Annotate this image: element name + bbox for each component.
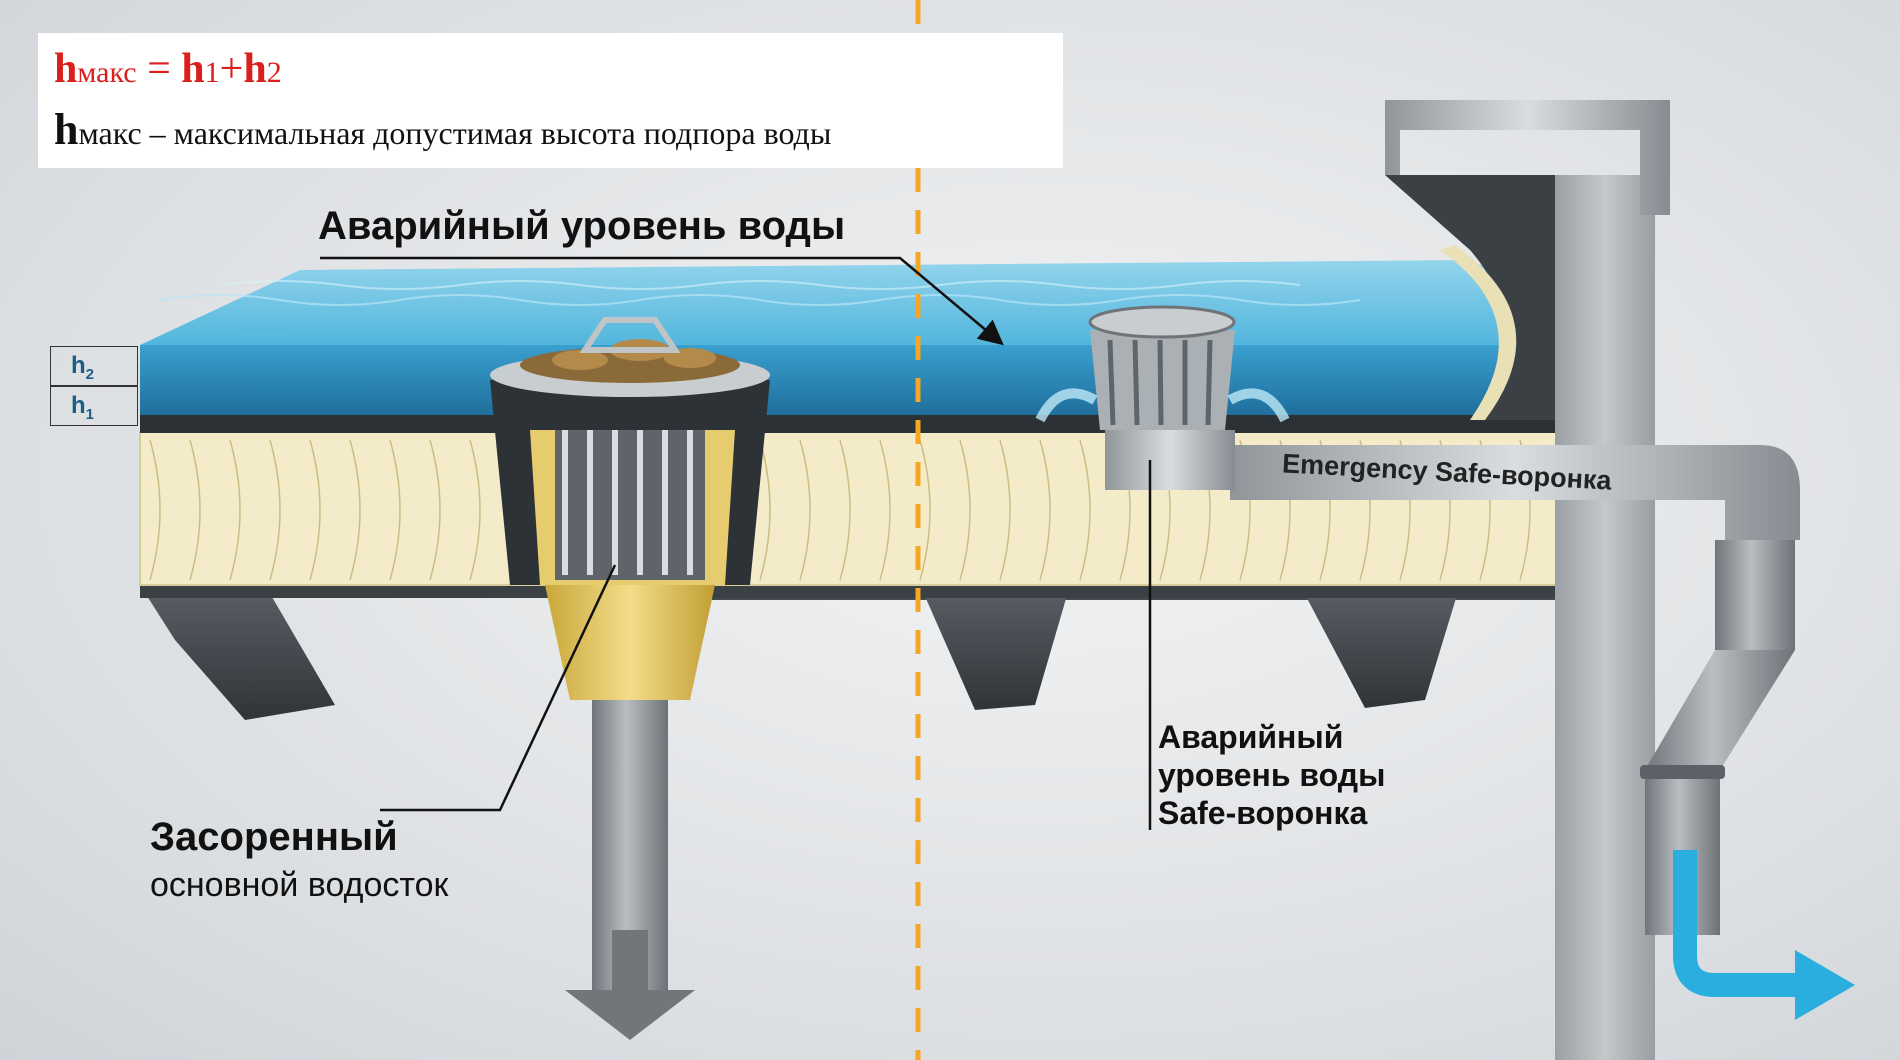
formula-plus: + bbox=[219, 46, 244, 92]
desc-sub: макс bbox=[78, 115, 142, 151]
roof-membrane bbox=[140, 415, 1560, 433]
outflow-arrowhead bbox=[1795, 950, 1855, 1020]
formula-equals: = bbox=[136, 46, 182, 92]
safe-label-line2: уровень воды bbox=[1158, 757, 1386, 793]
outflow-arrow bbox=[1673, 850, 1800, 997]
level-h1-marker: h1 bbox=[50, 386, 138, 426]
safe-label-line3: Safe-воронка bbox=[1158, 795, 1368, 831]
emergency-safe-drain bbox=[1035, 305, 1290, 490]
emergency-water-level-label: Аварийный уровень воды bbox=[318, 204, 846, 248]
formula-box: hмакс = h1+h2 hмакс – максимальная допус… bbox=[38, 33, 1063, 168]
downpipe bbox=[1230, 445, 1800, 935]
clogged-title-label: Засоренный bbox=[150, 815, 398, 859]
clogged-subtitle-label: основной водосток bbox=[150, 866, 449, 904]
formula-description: hмакс – максимальная допустимая высота п… bbox=[54, 101, 1047, 162]
formula-h2-base: h bbox=[243, 46, 267, 92]
desc-text: – максимальная допустимая высота подпора… bbox=[141, 115, 832, 151]
desc-h: h bbox=[54, 105, 79, 154]
steel-deck bbox=[140, 585, 1560, 720]
formula-h2-sub: 2 bbox=[266, 56, 282, 89]
safe-drain-label: Аварийный уровень воды Safe-воронка bbox=[1158, 718, 1385, 832]
parapet-wall bbox=[1385, 100, 1670, 1060]
safe-label-line1: Аварийный bbox=[1158, 719, 1344, 755]
leader-lines bbox=[320, 256, 1152, 830]
clogged-main-drain bbox=[490, 317, 770, 1000]
drain-down-arrow-shaft bbox=[612, 930, 648, 995]
drain-down-arrow bbox=[565, 990, 695, 1040]
level-h1-sub: 1 bbox=[85, 405, 95, 423]
level-h1-base: h bbox=[71, 392, 86, 419]
formula-equation: hмакс = h1+h2 bbox=[54, 41, 1047, 101]
level-h2-base: h bbox=[71, 352, 86, 379]
formula-h1-sub: 1 bbox=[204, 56, 220, 89]
formula-h1-base: h bbox=[181, 46, 205, 92]
level-h2-marker: h2 bbox=[50, 346, 138, 386]
formula-max-sub: макс bbox=[77, 56, 137, 89]
level-h2-sub: 2 bbox=[85, 365, 95, 383]
formula-h: h bbox=[54, 46, 78, 92]
water-volume bbox=[140, 260, 1560, 415]
